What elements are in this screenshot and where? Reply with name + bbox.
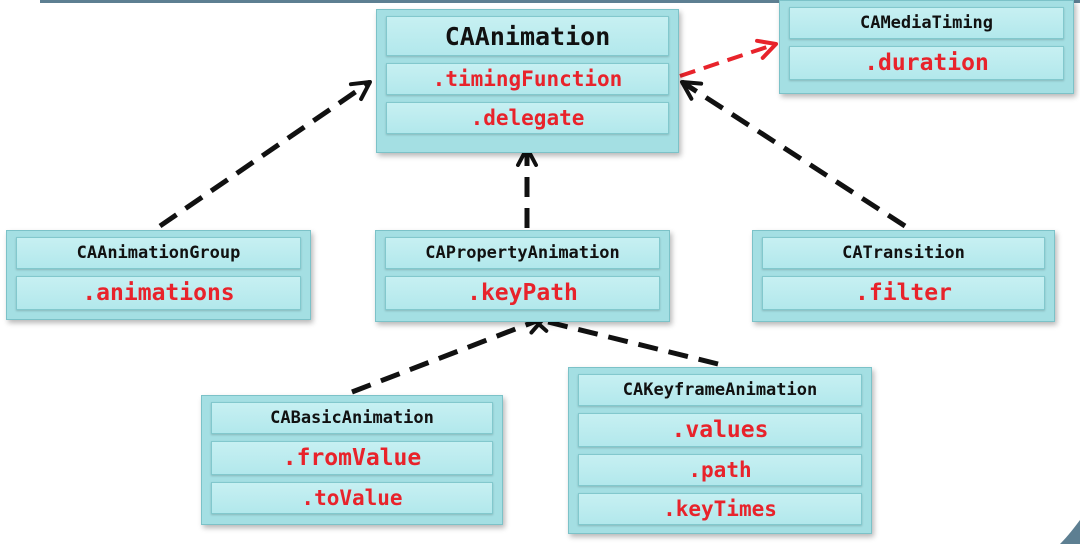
arrow-basicanimation-to-propertyanimation [351,313,546,395]
property-values: .values [578,413,862,447]
class-name-cakeyframeanimation: CAKeyframeAnimation [578,374,862,406]
class-box-caanimation: CAAnimation .timingFunction .delegate [376,9,679,153]
class-name-cabasicanimation: CABasicAnimation [211,402,493,434]
property-animations: .animations [16,276,301,310]
arrow-animationgroup-to-caanimation [158,79,372,229]
arrow-transition-to-caanimation [680,79,907,229]
property-duration: .duration [789,46,1064,80]
arrow-caanimation-to-camediatiming [679,38,778,78]
class-box-caanimationgroup: CAAnimationGroup .animations [6,230,311,320]
class-box-catransition: CATransition .filter [752,230,1055,322]
class-box-cabasicanimation: CABasicAnimation .fromValue .toValue [201,395,503,525]
class-box-capropertyanimation: CAPropertyAnimation .keyPath [375,230,670,322]
class-name-catransition: CATransition [762,237,1045,269]
class-name-caanimation: CAAnimation [386,16,669,56]
arrow-keyframeanimation-to-propertyanimation [530,311,719,367]
corner-decoration [1060,520,1080,544]
class-box-cakeyframeanimation: CAKeyframeAnimation .values .path .keyTi… [568,367,872,534]
property-filter: .filter [762,276,1045,310]
class-name-capropertyanimation: CAPropertyAnimation [385,237,660,269]
property-timingfunction: .timingFunction [386,63,669,95]
property-path: .path [578,454,862,486]
property-delegate: .delegate [386,102,669,134]
property-keytimes: .keyTimes [578,493,862,525]
class-box-camediatiming: CAMediaTiming .duration [779,0,1074,94]
property-fromvalue: .fromValue [211,441,493,475]
property-tovalue: .toValue [211,482,493,514]
class-name-camediatiming: CAMediaTiming [789,7,1064,39]
top-rule [40,0,1080,3]
property-keypath: .keyPath [385,276,660,310]
class-name-caanimationgroup: CAAnimationGroup [16,237,301,269]
